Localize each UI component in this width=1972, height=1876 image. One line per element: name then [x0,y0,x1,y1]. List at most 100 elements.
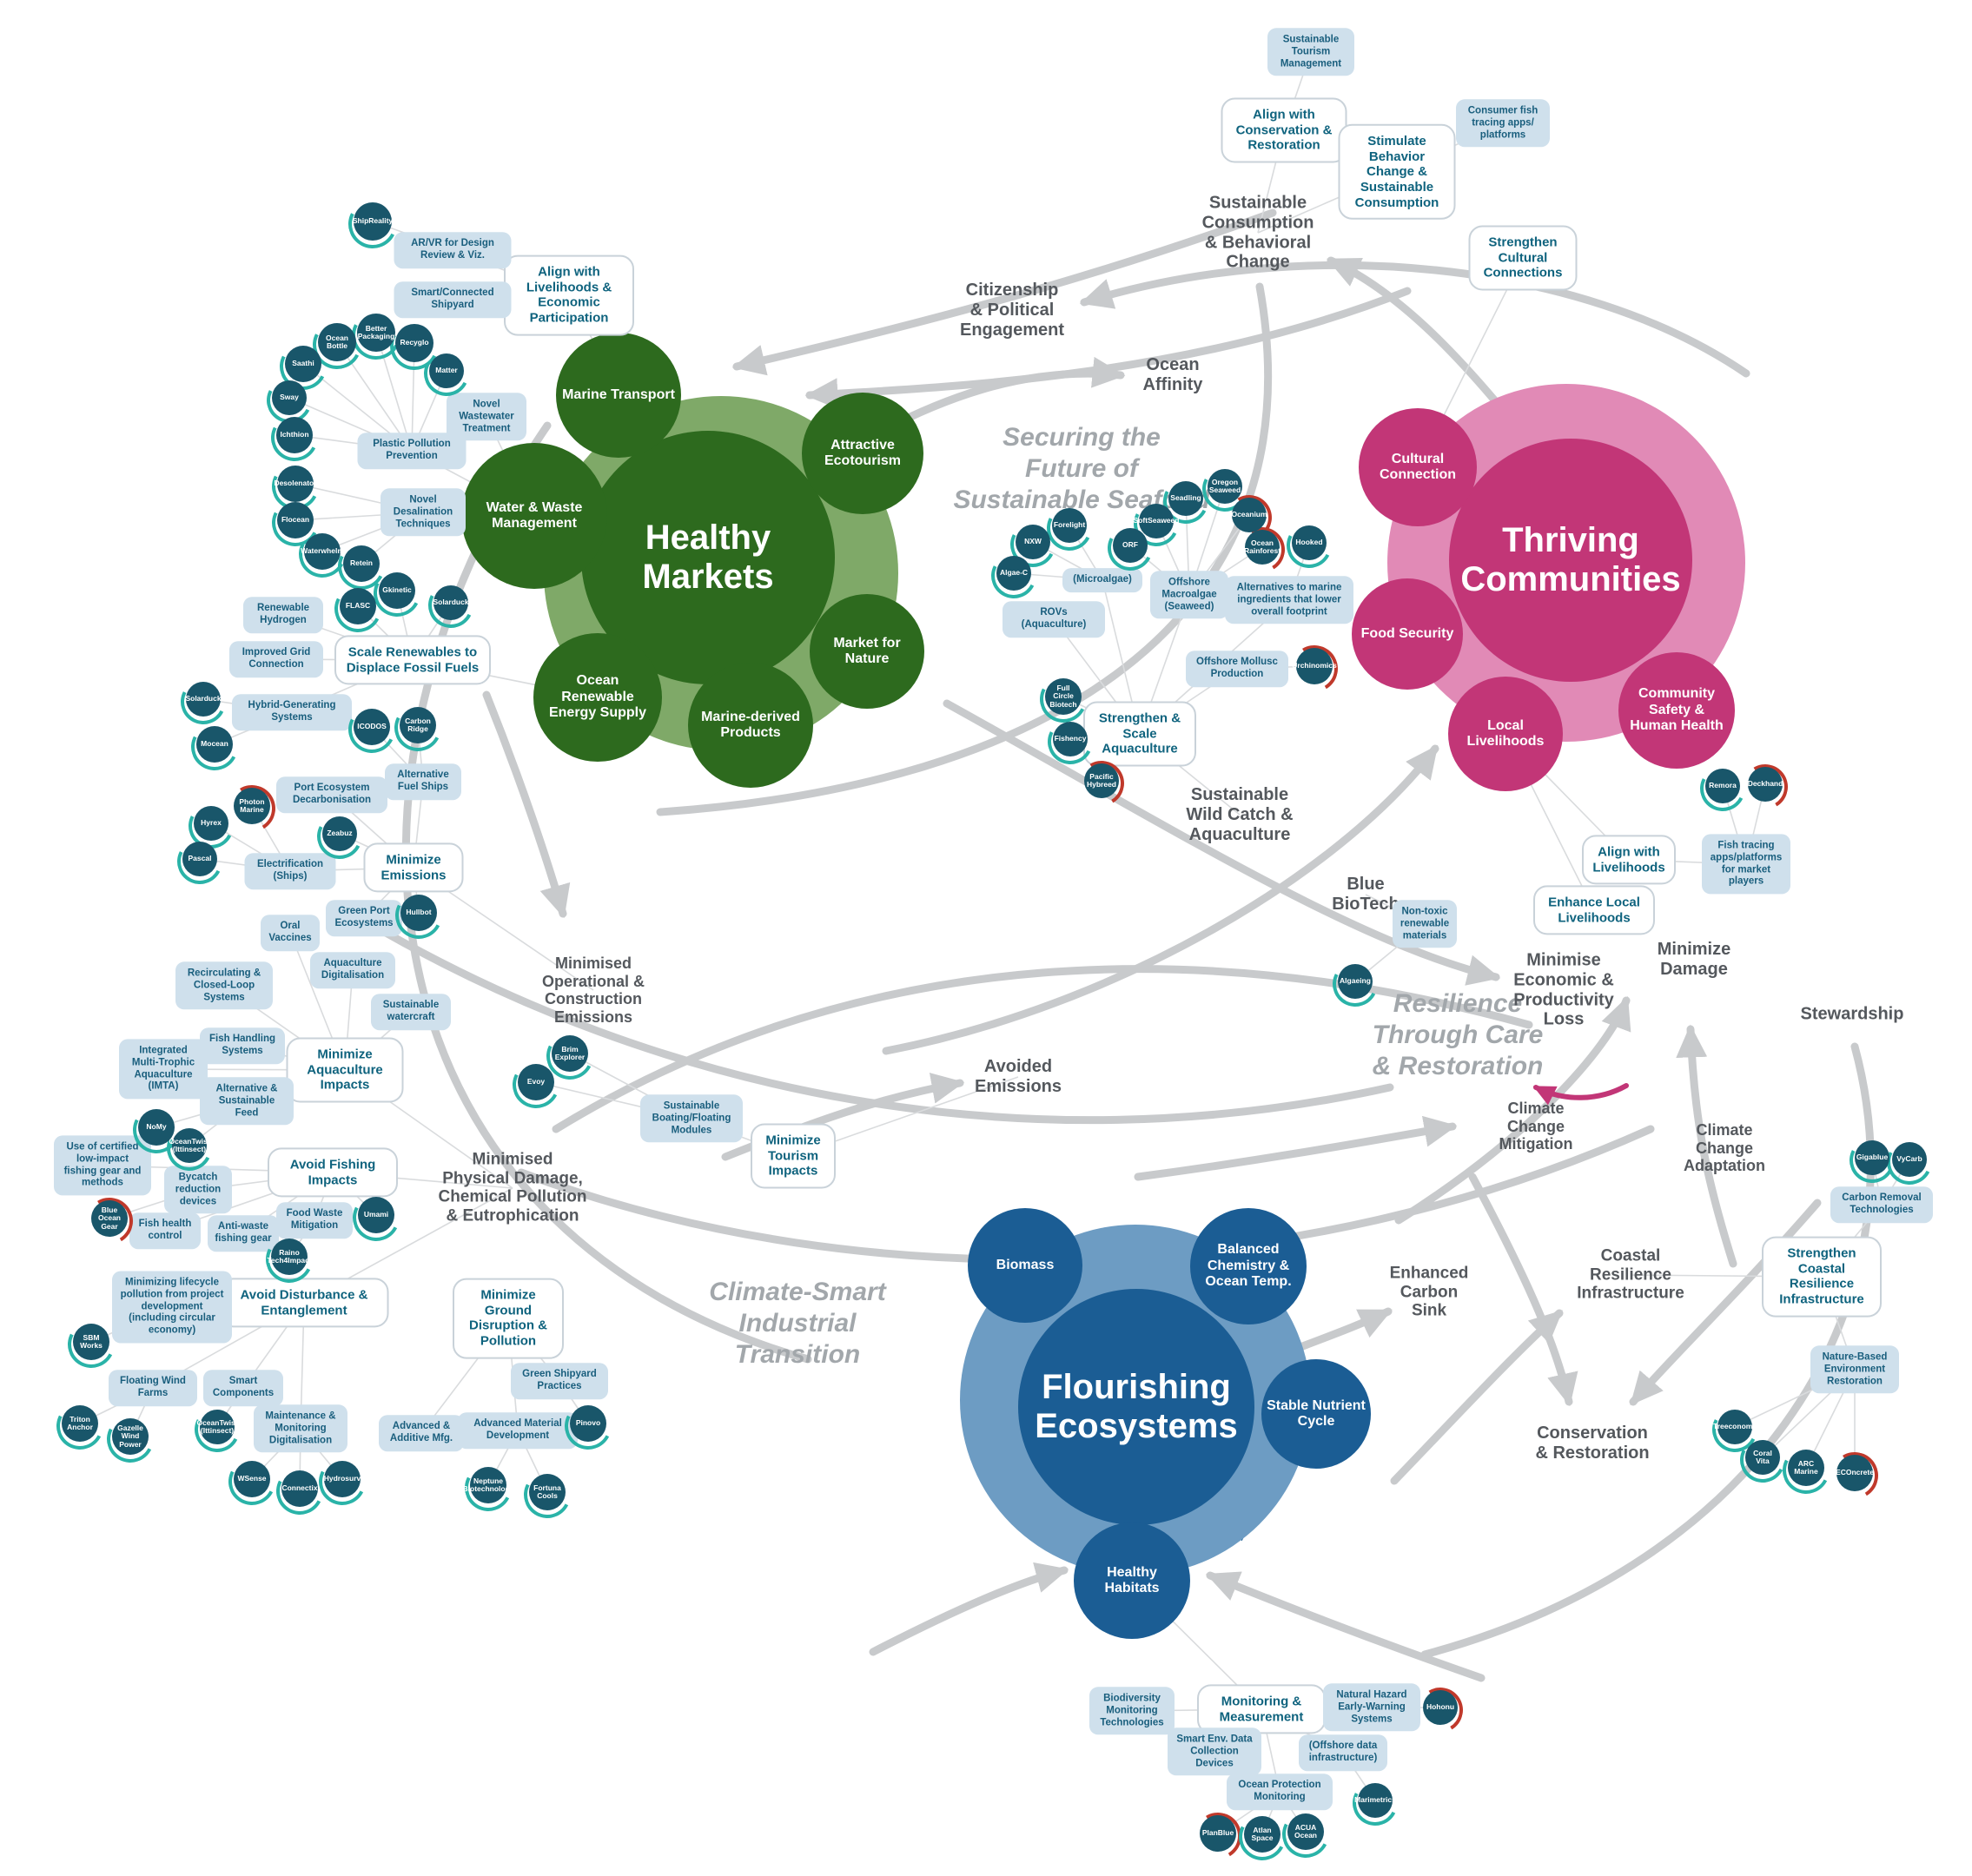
category-box-advanced-additive-mfg[interactable]: Advanced & Additive Mfg. [379,1415,464,1451]
category-box-alt-sustainable-feed[interactable]: Alternative & Sustainable Feed [200,1077,294,1126]
category-box-offshore-data-infrastructure[interactable]: (Offshore data infrastructure) [1299,1734,1387,1771]
hub-satellite-cultural-connection[interactable]: Cultural Connection [1359,408,1477,526]
hub-satellite-food-security[interactable]: Food Security [1352,578,1463,690]
category-box-food-waste-mitigation[interactable]: Food Waste Mitigation [276,1202,353,1239]
hub-satellite-marine-transport[interactable]: Marine Transport [556,333,681,458]
category-box-fish-handling-systems[interactable]: Fish Handling Systems [200,1027,285,1064]
startup-node-oregon-seaweed[interactable]: Oregon Seaweed [1208,469,1242,504]
startup-node-matter[interactable]: Matter [429,353,464,388]
category-box-green-shipyard-practices[interactable]: Green Shipyard Practices [511,1363,608,1399]
startup-node-recyglo[interactable]: Recyglo [395,324,433,362]
category-box-aquaculture-digitalisation[interactable]: Aquaculture Digitalisation [310,952,395,988]
practice-box-minimize-ground-disruption[interactable]: Minimize Ground Disruption & Pollution [453,1278,564,1359]
category-box-smart-connected-shipyard[interactable]: Smart/Connected Shipyard [394,281,512,318]
startup-node-softseaweed[interactable]: SoftSeaweed [1134,504,1179,538]
practice-box-minimize-aquaculture-impacts[interactable]: Minimize Aquaculture Impacts [286,1037,404,1103]
practice-box-strengthen-scale-aquaculture[interactable]: Strengthen & Scale Aquaculture [1083,701,1196,767]
category-box-fish-tracing-market-players[interactable]: Fish tracing apps/platforms for market p… [1702,834,1790,895]
startup-node-desolenator[interactable]: Desolenator [274,466,317,502]
category-box-rovs-aquaculture[interactable]: ROVs (Aquaculture) [1003,601,1105,637]
startup-node-pascal[interactable]: Pascal [182,842,217,876]
category-box-non-toxic-renewable-materials[interactable]: Non-toxic renewable materials [1393,900,1457,948]
category-box-natural-hazard-early-warning[interactable]: Natural Hazard Early-Warning Systems [1323,1683,1420,1732]
startup-node-saathi[interactable]: Saathi [285,346,321,382]
startup-node-icodos[interactable]: ICODOS [354,709,390,745]
practice-box-strengthen-cultural-connections[interactable]: Strengthen Cultural Connections [1468,225,1578,291]
practice-box-align-livelihoods-economic[interactable]: Align with Livelihoods & Economic Partic… [504,254,634,336]
category-box-offshore-macroalgae[interactable]: Offshore Macroalgae (Seaweed) [1150,571,1228,619]
startup-node-waterwhelm[interactable]: Waterwhelm [301,533,344,570]
category-box-alternative-fuel-ships[interactable]: Alternative Fuel Ships [385,763,461,800]
startup-node-remora[interactable]: Remora [1705,769,1740,803]
hub-satellite-ocean-renewable-energy-supply[interactable]: Ocean Renewable Energy Supply [533,633,662,762]
startup-node-hooked[interactable]: Hooked [1292,525,1327,560]
startup-node-shipreality[interactable]: ShipReality [353,202,393,241]
hub-satellite-market-for-nature[interactable]: Market for Nature [810,594,924,709]
category-box-electrification-ships[interactable]: Electrification (Ships) [244,853,336,889]
startup-node-gigablue[interactable]: Gigablue [1855,1140,1889,1175]
startup-node-evoy[interactable]: Evoy [518,1064,554,1100]
category-box-recirculating-closed-loop[interactable]: Recirculating & Closed-Loop Systems [175,961,273,1010]
startup-node-photon-marine[interactable]: Photon Marine [234,788,270,824]
startup-node-wsense[interactable]: WSense [234,1461,270,1497]
startup-node-ichthion[interactable]: Ichthion [276,417,313,453]
category-box-ocean-protection-monitoring[interactable]: Ocean Protection Monitoring [1227,1774,1333,1810]
startup-node-marimetrics[interactable]: Marimetrics [1354,1783,1396,1818]
startup-node-sway[interactable]: Sway [272,380,307,415]
category-box-sustainable-tourism-management[interactable]: Sustainable Tourism Management [1267,28,1354,76]
hub-satellite-healthy-habitats[interactable]: Healthy Habitats [1074,1523,1190,1639]
startup-node-better-packaging[interactable]: Better Packaging [357,314,395,352]
startup-node-oceantwist-1[interactable]: OceanTwist (Ittinsect) [169,1128,210,1163]
startup-node-sbm-works[interactable]: SBM Works [73,1324,109,1360]
category-box-minimizing-lifecycle-pollution[interactable]: Minimizing lifecycle pollution from proj… [112,1271,232,1344]
category-box-smart-components[interactable]: Smart Components [203,1370,283,1406]
startup-node-hohonu[interactable]: Hohonu [1423,1690,1458,1725]
category-box-arvr-design-review[interactable]: AR/VR for Design Review & Viz. [394,232,512,268]
category-box-fish-health-control[interactable]: Fish health control [129,1212,201,1249]
category-box-maintenance-monitoring-digitalisation[interactable]: Maintenance & Monitoring Digitalisation [254,1404,347,1453]
practice-box-align-with-livelihoods[interactable]: Align with Livelihoods [1582,835,1676,885]
startup-node-flasc[interactable]: FLASC [340,588,376,624]
startup-node-blue-ocean-gear[interactable]: Blue Ocean Gear [91,1200,128,1237]
category-box-imta[interactable]: Integrated Multi-Trophic Aquaculture (IM… [119,1039,208,1100]
practice-box-avoid-disturbance[interactable]: Avoid Disturbance & Entanglement [219,1278,389,1328]
startup-node-algae-c[interactable]: Algae-C [996,556,1031,591]
startup-node-nomy[interactable]: NoMy [138,1109,175,1146]
startup-node-nxw[interactable]: NXW [1016,525,1050,559]
category-box-carbon-removal-technologies[interactable]: Carbon Removal Technologies [1830,1186,1933,1223]
startup-node-algaeing[interactable]: Algaeing [1338,964,1373,999]
category-box-anti-waste-fishing-gear[interactable]: Anti-waste fishing gear [208,1215,279,1252]
category-box-microalgae[interactable]: (Microalgae) [1062,568,1142,592]
practice-box-strengthen-coastal-resilience[interactable]: Strengthen Coastal Resilience Infrastruc… [1762,1236,1882,1318]
practice-box-monitoring-measurement[interactable]: Monitoring & Measurement [1197,1684,1326,1734]
startup-node-treeconomy[interactable]: Treeconomy [1713,1410,1757,1444]
category-box-hybrid-generating-systems[interactable]: Hybrid-Generating Systems [232,694,352,730]
hub-satellite-local-livelihoods[interactable]: Local Livelihoods [1448,677,1563,791]
startup-node-urchinomics[interactable]: Urchinomics [1292,648,1337,684]
category-box-oral-vaccines[interactable]: Oral Vaccines [261,915,320,951]
startup-node-neptune-biotechnology[interactable]: Neptune Biotechnology [463,1467,514,1503]
startup-node-flocean[interactable]: Flocean [277,502,314,538]
category-box-sustainable-watercraft[interactable]: Sustainable watercraft [371,994,451,1030]
category-box-improved-grid-connection[interactable]: Improved Grid Connection [229,641,323,677]
startup-node-oceanium[interactable]: Oceanium [1231,498,1267,532]
category-box-smart-env-data-collection[interactable]: Smart Env. Data Collection Devices [1168,1727,1261,1776]
category-box-novel-desalination-techniques[interactable]: Novel Desalination Techniques [381,488,466,537]
startup-node-atlan-space[interactable]: Atlan Space [1244,1816,1280,1853]
hub-tc[interactable]: Thriving Communities [1449,439,1692,682]
startup-node-hydrosurv[interactable]: Hydrosurv [324,1461,361,1497]
startup-node-vycarb[interactable]: VyCarb [1892,1142,1927,1177]
category-box-renewable-hydrogen[interactable]: Renewable Hydrogen [243,597,323,633]
startup-node-coral-vita[interactable]: Coral Vita [1745,1440,1780,1475]
category-box-novel-wastewater-treatment[interactable]: Novel Wastewater Treatment [447,393,526,441]
category-box-biodiversity-monitoring[interactable]: Biodiversity Monitoring Technologies [1089,1687,1175,1735]
startup-node-fishency[interactable]: Fishency [1053,722,1088,756]
startup-node-triton-anchor[interactable]: Triton Anchor [62,1405,98,1442]
startup-node-pinovo[interactable]: Pinovo [570,1405,606,1442]
startup-node-solarduck-2[interactable]: Solarduck [185,682,222,717]
practice-box-enhance-local-livelihoods[interactable]: Enhance Local Livelihoods [1533,885,1655,935]
startup-node-acua-ocean[interactable]: ACUA Ocean [1287,1813,1324,1850]
hub-satellite-water-waste-management[interactable]: Water & Waste Management [461,443,607,589]
hub-satellite-biomass[interactable]: Biomass [968,1208,1082,1323]
category-box-floating-wind-farms[interactable]: Floating Wind Farms [109,1370,197,1406]
